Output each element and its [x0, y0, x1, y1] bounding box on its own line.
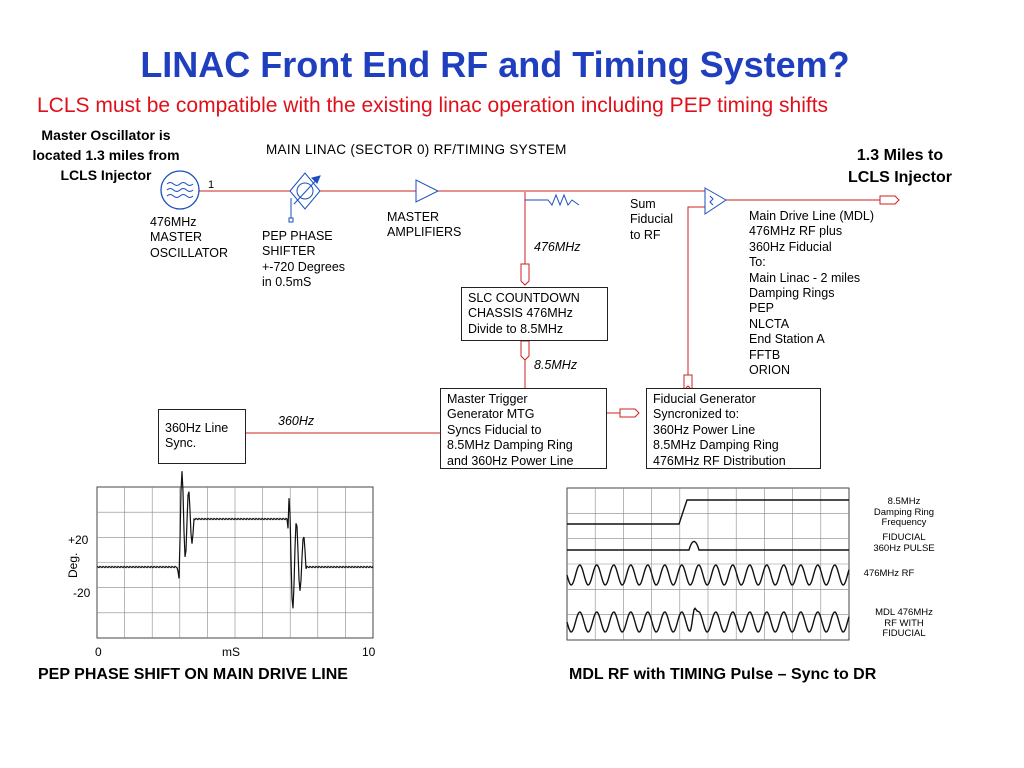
phase-xtick-0: 0 — [95, 645, 102, 659]
resistor-icon — [525, 193, 580, 207]
trace-label-mdl: MDL 476MHz RF WITH FIDUCIAL — [875, 607, 933, 639]
arrow-into-slc — [520, 263, 530, 286]
arrow-out-slc — [520, 340, 530, 361]
phase-trace — [96, 471, 374, 609]
oscillator-pin-label: 1 — [208, 179, 215, 191]
oscillator-location-note: Master Oscillator is located 1.3 miles f… — [32, 127, 180, 183]
arrow-mtg-fid — [619, 408, 640, 418]
timing-plot — [566, 487, 850, 641]
trace-label-fiducial: FIDUCIAL 360Hz PULSE — [873, 532, 935, 554]
freq-360-label: 360Hz — [278, 414, 315, 428]
fiducial-generator-box: Fiducial Generator Syncronized to: 360Hz… — [646, 388, 821, 469]
oscillator-label: 476MHz MASTER OSCILLATOR — [150, 215, 229, 260]
slide-title: LINAC Front End RF and Timing System? — [140, 44, 850, 85]
phase-plot — [96, 471, 374, 639]
phase-xtick-10: 10 — [362, 645, 376, 659]
mdl-destinations: Main Drive Line (MDL) 476MHz RF plus 360… — [749, 209, 875, 378]
slide-subtitle: LCLS must be compatible with the existin… — [37, 94, 829, 117]
line-sync-box: 360Hz Line Sync. — [158, 409, 246, 464]
freq-476-label: 476MHz — [534, 240, 581, 254]
freq-8-5-label: 8.5MHz — [534, 358, 578, 372]
sum-coupler-icon — [704, 187, 727, 215]
trace-rf — [566, 564, 850, 586]
distance-note: 1.3 Miles to LCLS Injector — [847, 147, 952, 186]
slc-countdown-box: SLC COUNTDOWN CHASSIS 476MHz Divide to 8… — [461, 287, 608, 341]
amplifier-icon — [415, 179, 440, 203]
phase-xlabel: mS — [222, 645, 240, 659]
phase-ytick-plus20: +20 — [68, 533, 89, 547]
master-trigger-generator-box: Master Trigger Generator MTG Syncs Fiduc… — [440, 388, 607, 469]
arrow-output-mdl — [879, 195, 900, 205]
sum-label: Sum Fiducial to RF — [630, 197, 674, 242]
trace-damping-ring — [567, 499, 849, 525]
amplifier-label: MASTER AMPLIFIERS — [387, 210, 462, 240]
phase-shifter-label: PEP PHASE SHIFTER +-720 Degrees in 0.5mS — [262, 229, 346, 290]
timing-plot-caption: MDL RF with TIMING Pulse – Sync to DR — [569, 666, 877, 683]
phase-ytick-minus20: -20 — [73, 586, 91, 600]
oscillator-icon — [160, 170, 200, 210]
diagram-heading: MAIN LINAC (SECTOR 0) RF/TIMING SYSTEM — [266, 142, 567, 157]
wire-fid-to-sum — [687, 206, 705, 375]
trace-label-damping-ring: 8.5MHz Damping Ring Frequency — [873, 496, 935, 528]
connector-arrows — [520, 195, 900, 418]
phase-shifter-icon — [288, 172, 321, 223]
phase-ylabel: Deg. — [66, 552, 80, 578]
phase-plot-caption: PEP PHASE SHIFT ON MAIN DRIVE LINE — [38, 666, 348, 683]
trace-mdl — [566, 607, 850, 633]
trace-label-rf: 476MHz RF — [863, 568, 915, 579]
trace-fiducial — [567, 540, 849, 551]
